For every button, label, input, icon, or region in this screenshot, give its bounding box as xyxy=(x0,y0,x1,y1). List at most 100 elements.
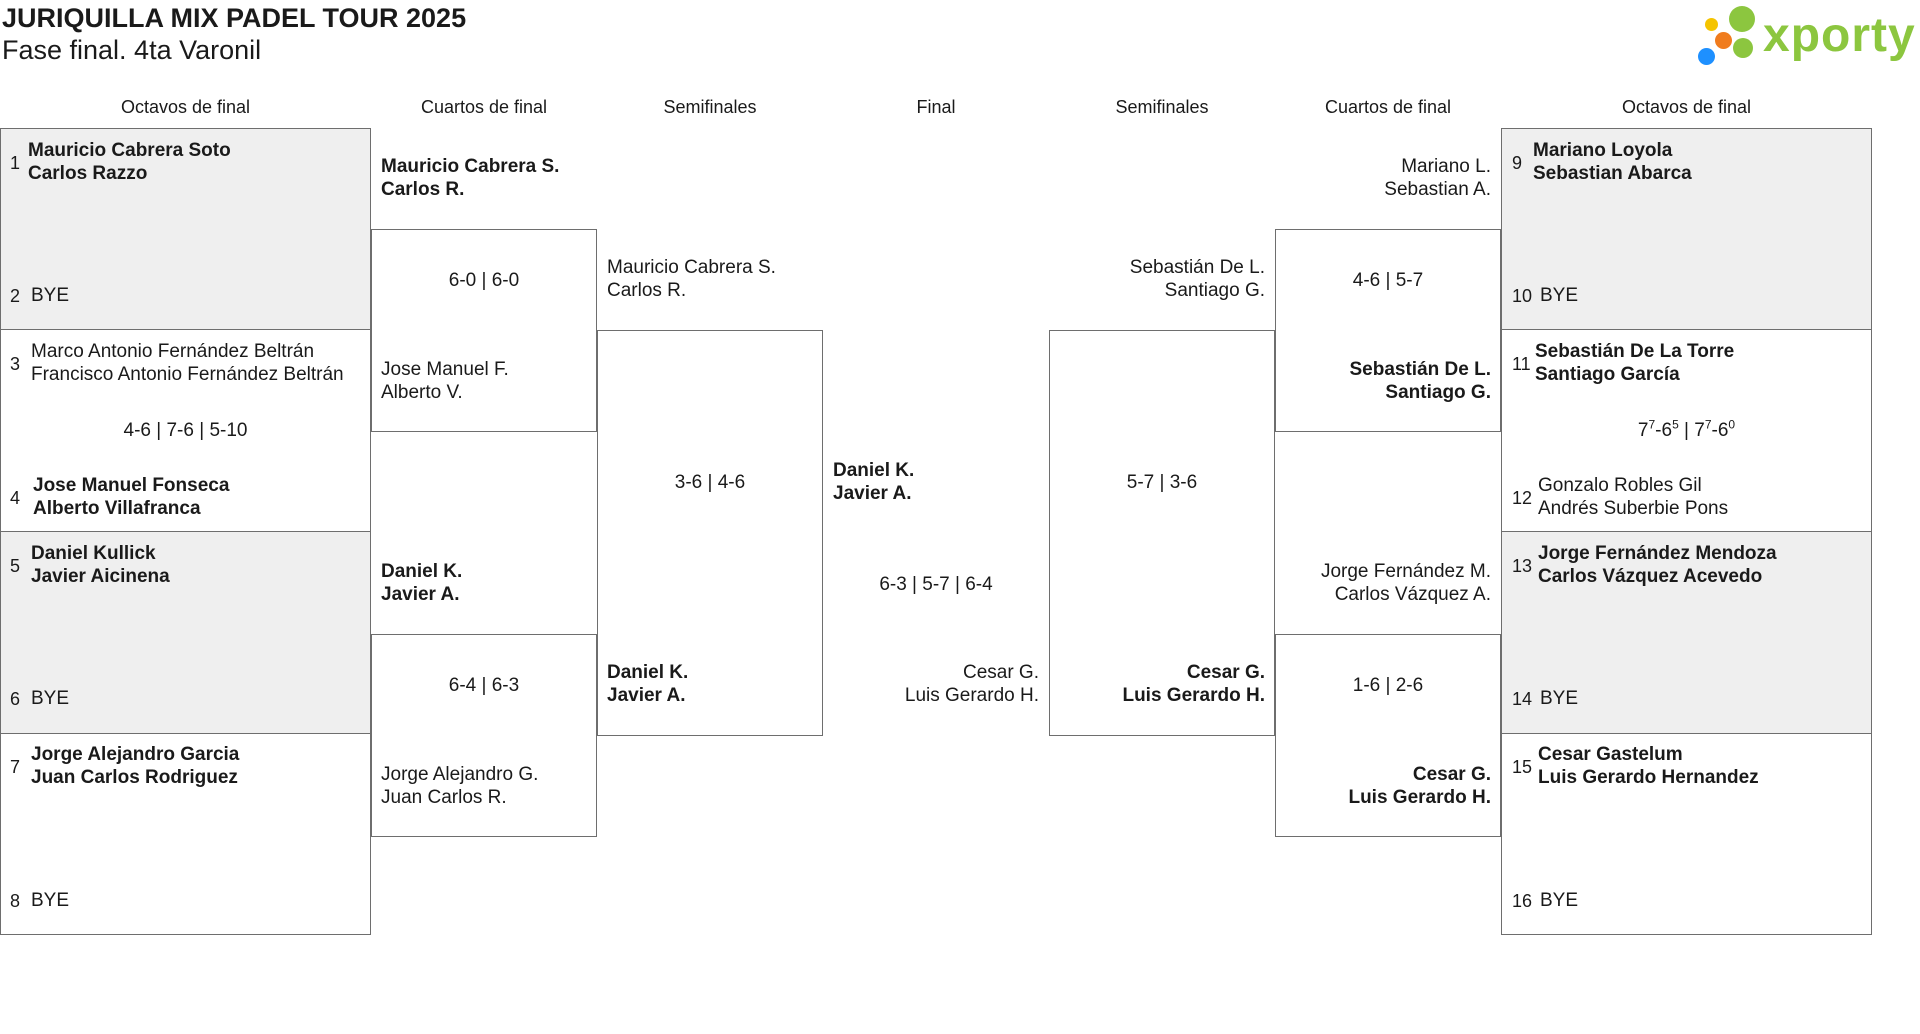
match-score: 4-6 | 7-6 | 5-10 xyxy=(123,420,248,441)
logo-dot-orange-icon xyxy=(1715,32,1732,49)
seed-number: 8 xyxy=(10,891,21,911)
player-name: Mariano Loyola xyxy=(1533,140,1673,161)
player-name: Juan Carlos Rodriguez xyxy=(31,767,238,788)
player-name: Cesar Gastelum xyxy=(1538,744,1683,765)
round-header-final: Final xyxy=(916,97,956,117)
player-name: Javier Aicinena xyxy=(31,566,170,587)
player-name: Sebastian A. xyxy=(1384,179,1491,200)
match-box-right-qf-1 xyxy=(1275,229,1501,432)
seed-number: 14 xyxy=(1512,689,1533,709)
player-name: Jose Manuel Fonseca xyxy=(33,475,230,496)
player-name: Santiago G. xyxy=(1164,280,1265,301)
champion-name: Daniel K. xyxy=(833,460,915,481)
player-name: Carlos Vázquez A. xyxy=(1334,584,1491,605)
match-box-right-sf xyxy=(1049,330,1275,736)
match-box-left-qf-1 xyxy=(371,229,597,432)
bye-label: BYE xyxy=(1540,890,1579,911)
logo-dot-blue-icon xyxy=(1698,48,1715,65)
seed-number: 2 xyxy=(10,286,21,306)
player-name: Santiago García xyxy=(1535,364,1680,385)
player-name: Alberto V. xyxy=(381,382,463,403)
player-name: Carlos Razzo xyxy=(28,163,148,184)
match-box-left-r16-4 xyxy=(0,733,371,935)
seed-number: 9 xyxy=(1512,153,1523,173)
match-score: 4-6 | 5-7 xyxy=(1352,270,1424,291)
set-score: -6 xyxy=(1655,420,1673,441)
match-box-left-r16-1 xyxy=(0,128,371,330)
player-name: Santiago G. xyxy=(1385,382,1491,403)
page-title: JURIQUILLA MIX PADEL TOUR 2025 xyxy=(2,3,467,33)
tiebreak-score: 7 xyxy=(1648,417,1656,432)
match-score: 6-0 | 6-0 xyxy=(448,270,520,291)
logo-wordmark: xporty xyxy=(1763,9,1916,62)
bye-label: BYE xyxy=(31,285,70,306)
player-name: Sebastián De La Torre xyxy=(1535,341,1735,362)
round-header-right-r16: Octavos de final xyxy=(1621,97,1752,117)
set-separator: | xyxy=(1678,420,1695,441)
player-name: Jorge Fernández Mendoza xyxy=(1538,543,1777,564)
player-name: Sebastián De L. xyxy=(1349,359,1492,380)
logo-dot-green-icon xyxy=(1729,6,1755,32)
bye-label: BYE xyxy=(31,890,70,911)
seed-number: 5 xyxy=(10,556,21,576)
player-name: Mauricio Cabrera Soto xyxy=(28,140,231,161)
tiebreak-score: 5 xyxy=(1672,417,1679,432)
player-name: Luis Gerardo Hernandez xyxy=(1538,767,1759,788)
player-name: Alberto Villafranca xyxy=(33,498,201,519)
match-box-left-r16-3 xyxy=(0,531,371,734)
seed-number: 4 xyxy=(10,488,21,508)
player-name: Jose Manuel F. xyxy=(381,359,509,380)
player-name: Mauricio Cabrera S. xyxy=(607,257,776,278)
player-name: Marco Antonio Fernández Beltrán xyxy=(31,341,315,362)
match-box-left-qf-2 xyxy=(371,634,597,837)
match-score: 6-4 | 6-3 xyxy=(448,675,520,696)
match-score: 3-6 | 4-6 xyxy=(674,472,746,493)
player-name: Daniel Kullick xyxy=(31,543,156,564)
player-name: Gonzalo Robles Gil xyxy=(1538,475,1702,496)
seed-number: 12 xyxy=(1512,488,1533,508)
player-name: Cesar G. xyxy=(1412,764,1491,785)
player-name: Cesar G. xyxy=(1186,662,1265,683)
set-score: -6 xyxy=(1711,420,1729,441)
logo-dot-yellow-icon xyxy=(1705,18,1718,31)
player-name: Mariano L. xyxy=(1401,156,1491,177)
match-box-left-sf xyxy=(597,330,823,736)
round-header-left-qf: Cuartos de final xyxy=(420,97,548,117)
round-header-right-sf: Semifinales xyxy=(1115,97,1209,117)
bye-label: BYE xyxy=(31,688,70,709)
match-box-right-r16-1 xyxy=(1501,128,1872,330)
tiebreak-score: 0 xyxy=(1728,417,1736,432)
seed-number: 6 xyxy=(10,689,21,709)
player-name: Daniel K. xyxy=(607,662,689,683)
player-name: Javier A. xyxy=(607,685,686,706)
player-name: Mauricio Cabrera S. xyxy=(381,156,560,177)
logo-dot-lime-icon xyxy=(1733,38,1753,58)
champion-name: Javier A. xyxy=(833,483,912,504)
player-name: Luis Gerardo H. xyxy=(904,685,1039,706)
match-score: 1-6 | 2-6 xyxy=(1352,675,1424,696)
player-name: Carlos Vázquez Acevedo xyxy=(1538,566,1763,587)
seed-number: 16 xyxy=(1512,891,1533,911)
set-score: 7 xyxy=(1694,420,1705,441)
seed-number: 3 xyxy=(10,354,21,374)
match-score: 5-7 | 3-6 xyxy=(1126,472,1198,493)
bye-label: BYE xyxy=(1540,285,1579,306)
player-name: Juan Carlos R. xyxy=(381,787,507,808)
player-name: Sebastian Abarca xyxy=(1533,163,1692,184)
tiebreak-score: 7 xyxy=(1704,417,1712,432)
player-name: Andrés Suberbie Pons xyxy=(1538,498,1729,519)
player-name: Carlos R. xyxy=(607,280,687,301)
seed-number: 13 xyxy=(1512,556,1533,576)
final-score: 6-3 | 5-7 | 6-4 xyxy=(879,574,993,595)
match-score-tiebreak: 77-65 | 77-60 xyxy=(1501,419,1872,442)
seed-number: 7 xyxy=(10,757,21,777)
player-name: Francisco Antonio Fernández Beltrán xyxy=(31,364,344,385)
player-name: Carlos R. xyxy=(381,179,465,200)
player-name: Cesar G. xyxy=(962,662,1039,683)
player-name: Luis Gerardo H. xyxy=(1122,685,1265,706)
bye-label: BYE xyxy=(1540,688,1579,709)
round-header-left-r16: Octavos de final xyxy=(120,97,251,117)
page-subtitle: Fase final. 4ta Varonil xyxy=(2,35,262,65)
seed-number: 11 xyxy=(1512,354,1531,374)
set-score: 7 xyxy=(1637,420,1649,441)
